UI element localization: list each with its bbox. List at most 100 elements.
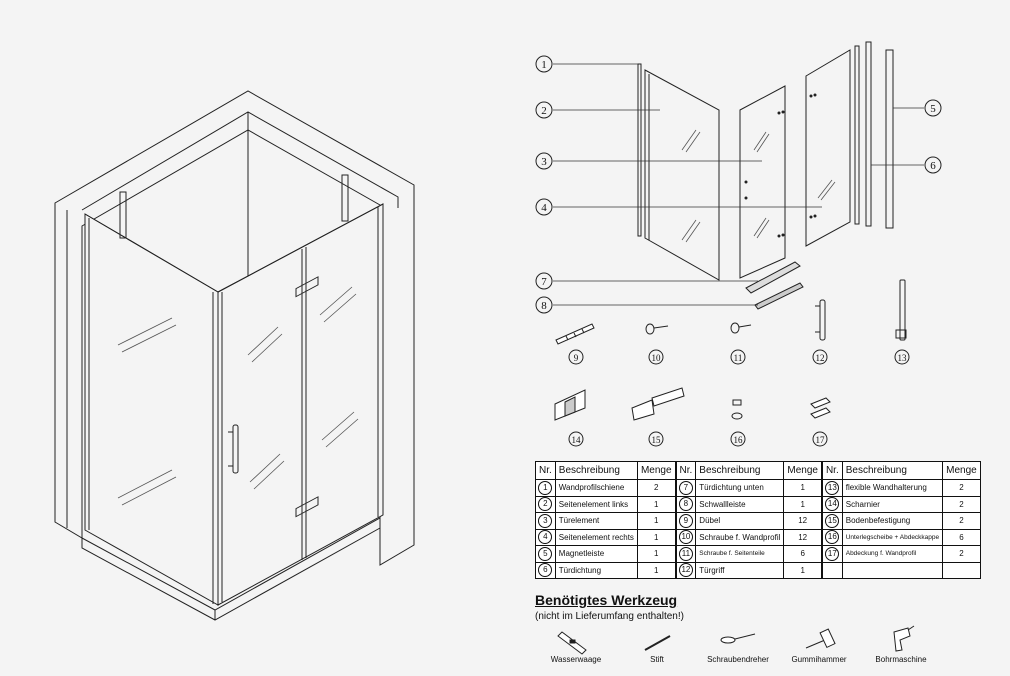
- part-number: 10: [674, 528, 697, 546]
- part-number: 9: [674, 512, 697, 530]
- wall-profile-rail: [637, 63, 642, 237]
- part-quantity: 1: [783, 561, 823, 579]
- part-number: 11: [674, 545, 697, 563]
- part-quantity: 1: [636, 561, 677, 579]
- part-number: 15: [820, 512, 843, 530]
- pencil-icon: [644, 635, 671, 651]
- part-number-circle: 7: [678, 480, 693, 495]
- callout-2: 2: [541, 105, 547, 117]
- part-quantity: 1: [783, 479, 823, 497]
- screwdriver-icon: [720, 633, 756, 644]
- part-number-circle: 2: [538, 497, 553, 512]
- part-description: Abdeckung f. Wandprofil: [841, 545, 944, 563]
- part-number: 2: [535, 495, 556, 513]
- part-number-circle: 15: [825, 513, 840, 528]
- right-side-panel: [805, 49, 851, 247]
- tool-label: Stift: [650, 655, 664, 664]
- callout-14: 14: [572, 435, 582, 445]
- part-number-circle: 1: [538, 480, 553, 495]
- part-number-circle: 3: [538, 513, 553, 528]
- part-description: Schraube f. Wandprofil: [695, 528, 785, 546]
- part-quantity: 12: [783, 512, 823, 530]
- part-number-circle: 6: [538, 563, 553, 578]
- part-description: Unterlegscheibe + Abdeckkappe: [841, 528, 944, 546]
- part-quantity: 6: [942, 528, 981, 546]
- part-number-circle: 4: [538, 530, 553, 545]
- part-number: 3: [535, 512, 556, 530]
- part-number-circle: 9: [678, 513, 693, 528]
- part-number: 4: [535, 528, 556, 546]
- callout-1: 1: [541, 59, 547, 71]
- part-description: [841, 561, 944, 579]
- col-quantity: Menge: [783, 461, 823, 480]
- magnet-strip: [885, 49, 894, 229]
- col-description: Beschreibung: [554, 461, 638, 480]
- callout-13: 13: [898, 353, 908, 363]
- hardware-items: [554, 279, 907, 421]
- part-description: Wandprofilschiene: [554, 479, 638, 497]
- part-number: 7: [674, 479, 697, 497]
- part-description: Türelement: [554, 512, 638, 530]
- part-quantity: 1: [636, 512, 677, 530]
- part-number-circle: 14: [825, 497, 840, 512]
- part-quantity: 6: [783, 545, 823, 563]
- callout-5: 5: [930, 103, 936, 115]
- part-number: 13: [820, 479, 843, 497]
- callout-16: 16: [734, 435, 744, 445]
- part-number-circle: 16: [825, 530, 840, 545]
- part-number-circle: 13: [825, 480, 840, 495]
- col-description: Beschreibung: [695, 461, 785, 480]
- part-number: 6: [535, 561, 556, 579]
- part-description: Dübel: [695, 512, 785, 530]
- tools-title: Benötigtes Werkzeug: [535, 592, 678, 608]
- part-quantity: 2: [942, 479, 981, 497]
- part-number: [820, 561, 843, 579]
- tool-icons: [557, 625, 915, 655]
- part-description: Seitenelement links: [554, 495, 638, 513]
- tools-subtitle: (nicht im Lieferumfang enthalten!): [535, 611, 684, 622]
- part-number: 1: [535, 479, 556, 497]
- col-nr: Nr.: [674, 461, 697, 480]
- part-description: Magnetleiste: [554, 545, 638, 563]
- part-number: 17: [820, 545, 843, 563]
- part-quantity: 2: [942, 512, 981, 530]
- exploded-parts-view: [553, 41, 924, 421]
- callout-11: 11: [734, 353, 743, 363]
- callout-7: 7: [541, 276, 547, 288]
- part-description: flexible Wandhalterung: [841, 479, 944, 497]
- tool-label: Bohrmaschine: [875, 655, 927, 664]
- part-description: Bodenbefestigung: [841, 512, 944, 530]
- part-number-circle: 11: [678, 546, 693, 561]
- part-description: Türgriff: [695, 561, 785, 579]
- door-panel: [739, 85, 786, 279]
- drill-icon: [893, 625, 915, 652]
- part-number: 12: [674, 561, 697, 579]
- callout-8: 8: [541, 300, 547, 312]
- callout-10: 10: [652, 353, 662, 363]
- spirit-level-icon: [557, 631, 587, 655]
- part-number-circle: 8: [678, 497, 693, 512]
- part-quantity: 12: [783, 528, 823, 546]
- tool-label: Schraubendreher: [707, 655, 769, 664]
- col-nr: Nr.: [820, 461, 843, 480]
- parts-list-table: Nr. Beschreibung Menge Nr. Beschreibung …: [535, 461, 981, 579]
- part-number-circle: 5: [538, 546, 553, 561]
- part-quantity: [942, 561, 981, 579]
- part-quantity: 2: [942, 545, 981, 563]
- callout-numbers: 1 2 3 4 5 6 7 8 9 10 11 12 13 14 15 16 1…: [541, 59, 936, 445]
- callout-markers: [535, 55, 942, 447]
- part-quantity: 1: [783, 495, 823, 513]
- callout-3: 3: [541, 156, 547, 168]
- part-number-circle: 10: [678, 530, 693, 545]
- part-quantity: 2: [636, 479, 677, 497]
- tool-label: Wasserwaage: [550, 655, 602, 664]
- part-quantity: 1: [636, 528, 677, 546]
- col-quantity: Menge: [636, 461, 677, 480]
- col-description: Beschreibung: [841, 461, 944, 480]
